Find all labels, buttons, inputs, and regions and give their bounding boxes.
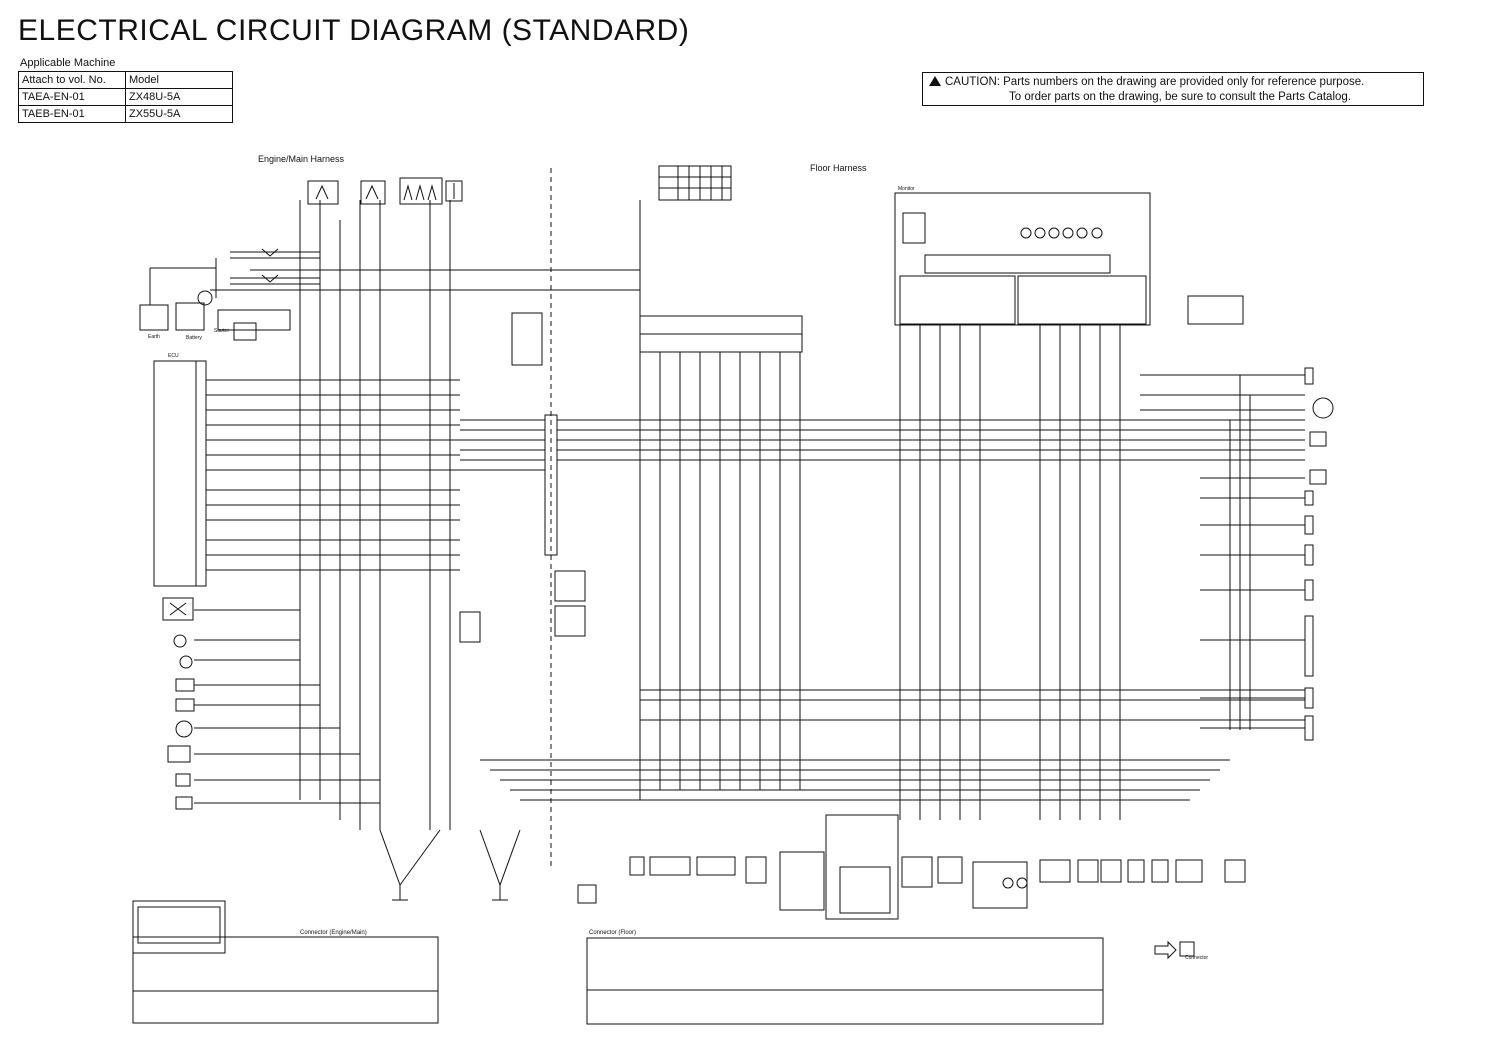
monitor-block: Monitor [894, 186, 1151, 326]
caution-line-2: To order parts on the drawing, be sure t… [1009, 91, 1351, 103]
table-cell: TAEB-EN-01 [18, 105, 126, 123]
connector-legend-floor: Connector (Floor) [586, 930, 1104, 1025]
central-connectors [460, 414, 1305, 556]
horn-icon [1312, 397, 1334, 419]
applicable-machine-label: Applicable Machine [20, 57, 116, 69]
lamp-icon [1048, 227, 1060, 239]
key-switch-table [658, 165, 732, 201]
gauge-icon [175, 720, 193, 738]
relay-block [511, 312, 543, 366]
lamp-icon [1076, 227, 1088, 239]
connector-legend-engine-main-label: Connector (Engine/Main) [300, 930, 367, 936]
caution-line-1: CAUTION: Parts numbers on the drawing ar… [945, 76, 1365, 88]
relay-block [459, 611, 481, 643]
connector-arrow-label: Connector [1185, 955, 1208, 961]
starter-box [233, 322, 257, 341]
top-relays [215, 177, 463, 298]
fuse-box [639, 315, 803, 353]
relay-block [554, 570, 586, 602]
battery-terminal-icon [197, 290, 213, 306]
lamp-icon [1002, 877, 1014, 889]
earth-label: Earth [148, 334, 160, 340]
earth-box [139, 304, 169, 331]
connector-legend-engine-main: Connector (Engine/Main) [132, 900, 439, 1024]
relay-block [554, 605, 586, 637]
relay-2-box [360, 180, 386, 205]
relay-3-box [399, 177, 443, 205]
applicable-machine-table: Attach to vol. No. Model TAEA-EN-01 ZX48… [18, 71, 233, 123]
lamp-icon [1091, 227, 1103, 239]
page-title: ELECTRICAL CIRCUIT DIAGRAM (STANDARD) [18, 14, 690, 47]
sensor-icon [179, 655, 193, 669]
battery-label: Battery [186, 335, 202, 341]
sensor-icon [173, 634, 187, 648]
earth-groups [379, 829, 597, 904]
resistor-box [445, 180, 463, 202]
relay-1-box [307, 180, 339, 205]
table-row: TAEA-EN-01 ZX48U-5A [18, 88, 233, 106]
left-components [162, 597, 380, 810]
connector-legend-floor-label: Connector (Floor) [589, 930, 636, 936]
lamp-icon [1062, 227, 1074, 239]
section-label-engine-main: Engine/Main Harness [258, 154, 345, 164]
starter-label: Starter [214, 328, 229, 334]
ecu-box [153, 360, 197, 587]
ecu-wiring [206, 200, 640, 830]
battery-box [175, 302, 205, 331]
warning-triangle-icon [929, 76, 941, 86]
lamp-icon [1016, 877, 1028, 889]
lamp-icon [1034, 227, 1046, 239]
table-cell: ZX48U-5A [125, 88, 233, 106]
key-switch [658, 165, 732, 201]
connector-arrow-legend: Connector [1154, 940, 1208, 961]
section-label-floor: Floor Harness [810, 163, 867, 173]
ecu-block: ECU [153, 353, 207, 587]
lamp-icon [1020, 227, 1032, 239]
table-row: TAEB-EN-01 ZX55U-5A [18, 105, 233, 123]
floor-wiring [480, 200, 1305, 820]
bottom-components [629, 814, 1246, 920]
connector-block [1187, 295, 1244, 325]
right-connectors [1140, 367, 1334, 741]
ecu-label: ECU [168, 353, 179, 359]
monitor-box [894, 192, 1151, 326]
battery-group: Battery Earth Starter [139, 267, 291, 341]
monitor-label: Monitor [898, 186, 915, 192]
table-cell: ZX55U-5A [125, 105, 233, 123]
caution-box: CAUTION: Parts numbers on the drawing ar… [922, 72, 1424, 106]
